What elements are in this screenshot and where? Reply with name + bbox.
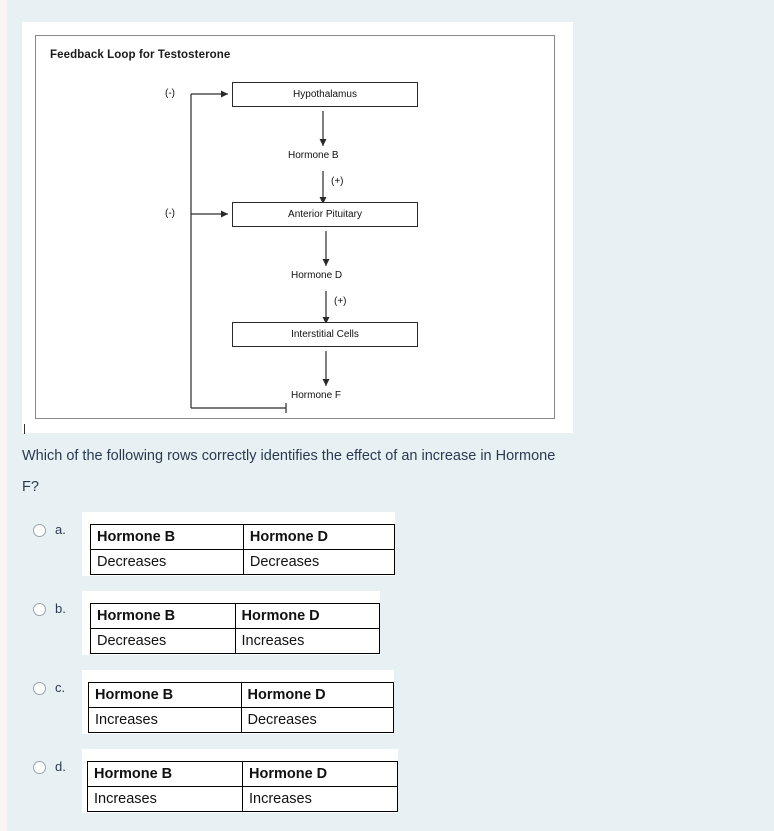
node-hypothalamus: Hypothalamus <box>232 82 418 107</box>
option-b[interactable]: b. Hormone B Hormone D Decreases Increas… <box>0 591 774 655</box>
text-caret <box>24 424 25 434</box>
radio-button-a[interactable] <box>33 524 46 537</box>
sign-positive-hormone-b: (+) <box>331 176 344 187</box>
node-anterior-pituitary: Anterior Pituitary <box>232 202 418 227</box>
sign-negative-pituitary: (-) <box>165 208 175 219</box>
diagram-frame: Feedback Loop for Testosterone <box>35 35 555 419</box>
answer-options-list: a. Hormone B Hormone D Decreases Decreas… <box>0 512 774 828</box>
node-anterior-pituitary-label: Anterior Pituitary <box>288 209 362 220</box>
node-hypothalamus-label: Hypothalamus <box>293 89 357 100</box>
node-interstitial-cells: Interstitial Cells <box>232 322 418 347</box>
table-row: Hormone B Hormone D <box>90 603 380 629</box>
table-row: Decreases Decreases <box>90 549 396 575</box>
diagram-connectors-svg <box>190 90 330 413</box>
option-a-header-1: Hormone D <box>242 524 396 550</box>
option-d-value-0: Increases <box>87 786 243 812</box>
option-c-value-0: Increases <box>88 707 242 733</box>
label-hormone-f: Hormone F <box>291 390 342 401</box>
option-b-letter: b. <box>55 601 66 616</box>
option-d-value-1: Increases <box>242 786 398 812</box>
table-row: Increases Increases <box>87 786 398 812</box>
diagram-title: Feedback Loop for Testosterone <box>50 49 231 61</box>
option-a[interactable]: a. Hormone B Hormone D Decreases Decreas… <box>0 512 774 576</box>
table-row: Hormone B Hormone D <box>87 761 398 787</box>
option-c-letter: c. <box>55 680 66 695</box>
left-edge-strip <box>0 0 7 831</box>
table-row: Hormone B Hormone D <box>88 682 394 708</box>
option-b-header-0: Hormone B <box>90 603 236 629</box>
option-b-table: Hormone B Hormone D Decreases Increases <box>90 603 380 654</box>
radio-button-b[interactable] <box>33 603 46 616</box>
diagram-content: Hypothalamus Anterior Pituitary Intersti… <box>36 36 554 418</box>
option-c-value-1: Decreases <box>240 707 394 733</box>
label-hormone-b: Hormone B <box>288 150 339 161</box>
option-a-panel: Hormone B Hormone D Decreases Decreases <box>82 512 396 576</box>
option-c-header-1: Hormone D <box>240 682 394 708</box>
table-row: Hormone B Hormone D <box>90 524 396 550</box>
table-row: Decreases Increases <box>90 628 380 654</box>
option-a-letter: a. <box>55 522 66 537</box>
radio-button-c[interactable] <box>33 682 46 695</box>
option-d-letter: d. <box>55 759 66 774</box>
option-d-header-1: Hormone D <box>242 761 398 787</box>
option-c-panel: Hormone B Hormone D Increases Decreases <box>82 670 394 734</box>
sign-negative-hypothalamus: (-) <box>165 88 175 99</box>
option-c-header-0: Hormone B <box>88 682 242 708</box>
question-prompt: Which of the following rows correctly id… <box>22 448 556 495</box>
option-a-header-0: Hormone B <box>90 524 244 550</box>
radio-button-d[interactable] <box>33 761 46 774</box>
option-d-header-0: Hormone B <box>87 761 243 787</box>
option-b-panel: Hormone B Hormone D Decreases Increases <box>82 591 380 655</box>
node-interstitial-cells-label: Interstitial Cells <box>291 329 359 340</box>
option-a-table: Hormone B Hormone D Decreases Decreases <box>90 524 396 575</box>
option-b-value-0: Decreases <box>90 628 236 654</box>
label-hormone-d: Hormone D <box>291 270 343 281</box>
sign-positive-hormone-d: (+) <box>334 296 347 307</box>
option-c[interactable]: c. Hormone B Hormone D Increases Decreas… <box>0 670 774 734</box>
option-d[interactable]: d. Hormone B Hormone D Increases Increas… <box>0 749 774 813</box>
option-a-value-1: Decreases <box>242 549 396 575</box>
table-row: Increases Decreases <box>88 707 394 733</box>
option-a-value-0: Decreases <box>90 549 244 575</box>
diagram-image-panel: Feedback Loop for Testosterone <box>22 22 573 433</box>
option-d-table: Hormone B Hormone D Increases Increases <box>87 761 398 812</box>
option-b-header-1: Hormone D <box>234 603 380 629</box>
option-c-table: Hormone B Hormone D Increases Decreases <box>88 682 394 733</box>
option-d-panel: Hormone B Hormone D Increases Increases <box>82 749 398 813</box>
option-b-value-1: Increases <box>234 628 380 654</box>
